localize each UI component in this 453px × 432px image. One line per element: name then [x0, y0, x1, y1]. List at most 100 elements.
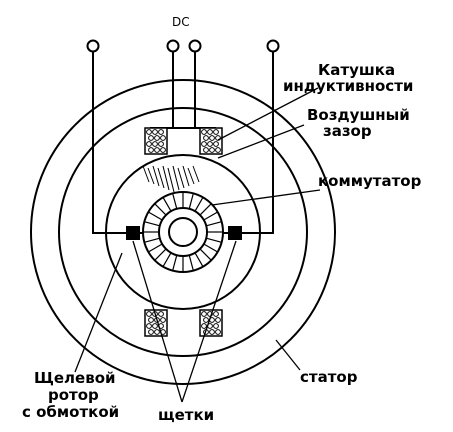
coil-turn: [146, 129, 152, 135]
coil-turn: [213, 129, 219, 135]
coil-turn: [152, 129, 158, 135]
commutator-segment-line: [188, 193, 194, 209]
commutator-segments: [143, 192, 223, 272]
leader-rotor: [74, 252, 123, 373]
coil-turn: [201, 141, 207, 147]
coil-turn: [203, 317, 209, 323]
commutator-segment-line: [206, 237, 222, 243]
stator-outer-ring: [30, 79, 336, 385]
leader-brush-right: [181, 240, 237, 403]
commutator-segment-line: [162, 252, 172, 267]
coil-turn: [148, 135, 154, 141]
hatch-line: [152, 165, 160, 187]
coil-turn: [154, 147, 160, 153]
coil-turn: [203, 135, 209, 141]
commutator-segment-line: [162, 197, 172, 212]
coil-turn: [152, 141, 158, 147]
brush-left: [126, 226, 140, 240]
coil-turn: [201, 311, 207, 317]
coil-turn: [146, 323, 152, 329]
hatch-line: [147, 167, 155, 185]
leader-stator: [275, 339, 301, 371]
terminal-dc-1[interactable]: [166, 39, 180, 53]
field-lead-left: [165, 52, 174, 129]
coil-turn: [148, 329, 154, 335]
rotor-winding-hatch: [142, 165, 200, 193]
terminal-left[interactable]: [86, 39, 100, 53]
coil-turn: [213, 311, 219, 317]
coil-turn: [209, 147, 215, 153]
field-coil-top-right: [199, 127, 223, 155]
label-dc: DC: [172, 15, 190, 29]
leader-coil: [217, 87, 319, 141]
commutator-segment-line: [199, 203, 212, 216]
commutator-inner: [158, 207, 208, 257]
shaft: [168, 217, 198, 247]
label-coil-line2: индуктивности: [283, 77, 413, 95]
coil-turn: [213, 323, 219, 329]
leader-commutator: [211, 189, 321, 206]
coil-turn: [158, 141, 164, 147]
terminal-right[interactable]: [266, 39, 280, 53]
commutator-segment-line: [148, 243, 163, 253]
label-gap-line2: зазор: [323, 122, 372, 140]
hatch-line: [142, 165, 150, 183]
commutator-segment-line: [172, 193, 178, 209]
commutator-segment-line: [144, 237, 160, 243]
coil-turn: [154, 329, 160, 335]
coil-turn: [154, 135, 160, 141]
coil-turn: [152, 323, 158, 329]
hatch-line: [167, 167, 175, 193]
commutator-segment-line: [154, 203, 167, 216]
coil-turn: [160, 135, 166, 141]
label-stator: статор: [300, 368, 358, 386]
hatch-line: [172, 165, 180, 191]
coil-turn: [158, 129, 164, 135]
label-brushes: щетки: [158, 406, 214, 424]
coil-turn: [201, 129, 207, 135]
terminal-dc-2[interactable]: [188, 39, 202, 53]
coil-turn: [213, 141, 219, 147]
brush-lead-right: [242, 52, 274, 234]
coil-turn: [201, 323, 207, 329]
coil-turn: [146, 141, 152, 147]
commutator-segment-line: [144, 221, 160, 227]
commutator-segment-line: [172, 255, 178, 271]
hatch-line: [182, 165, 190, 187]
field-coil-bottom-left: [144, 309, 168, 337]
coil-turn: [160, 317, 166, 323]
field-lead-right: [194, 52, 203, 129]
coil-turn: [203, 147, 209, 153]
coil-turn: [146, 311, 152, 317]
hatch-line: [177, 167, 185, 189]
label-commutator: коммутатор: [318, 172, 422, 190]
coil-turn: [207, 141, 213, 147]
hatch-line: [162, 165, 170, 191]
leader-gap: [217, 124, 305, 159]
coil-turn: [158, 311, 164, 317]
commutator-segment-line: [188, 255, 194, 271]
coil-turn: [207, 129, 213, 135]
hatch-line: [157, 167, 165, 189]
label-rotor-line3: с обмоткой: [22, 403, 119, 421]
commutator-segment-line: [199, 248, 212, 261]
hatch-line: [187, 167, 195, 185]
coil-turn: [209, 135, 215, 141]
coil-turn: [215, 147, 221, 153]
brush-right: [228, 226, 242, 240]
commutator-segment-line: [203, 211, 218, 221]
brush-lead-left: [92, 52, 127, 234]
coil-turn: [148, 317, 154, 323]
commutator-segment-line: [148, 211, 163, 221]
hatch-line: [192, 165, 200, 183]
stator-inner-ring: [58, 107, 308, 357]
commutator-segment-line: [203, 243, 218, 253]
coil-turn: [160, 147, 166, 153]
coil-turn: [215, 329, 221, 335]
field-coil-top-left: [144, 127, 168, 155]
coil-turn: [215, 317, 221, 323]
commutator-segment-line: [154, 248, 167, 261]
coil-turn: [209, 329, 215, 335]
